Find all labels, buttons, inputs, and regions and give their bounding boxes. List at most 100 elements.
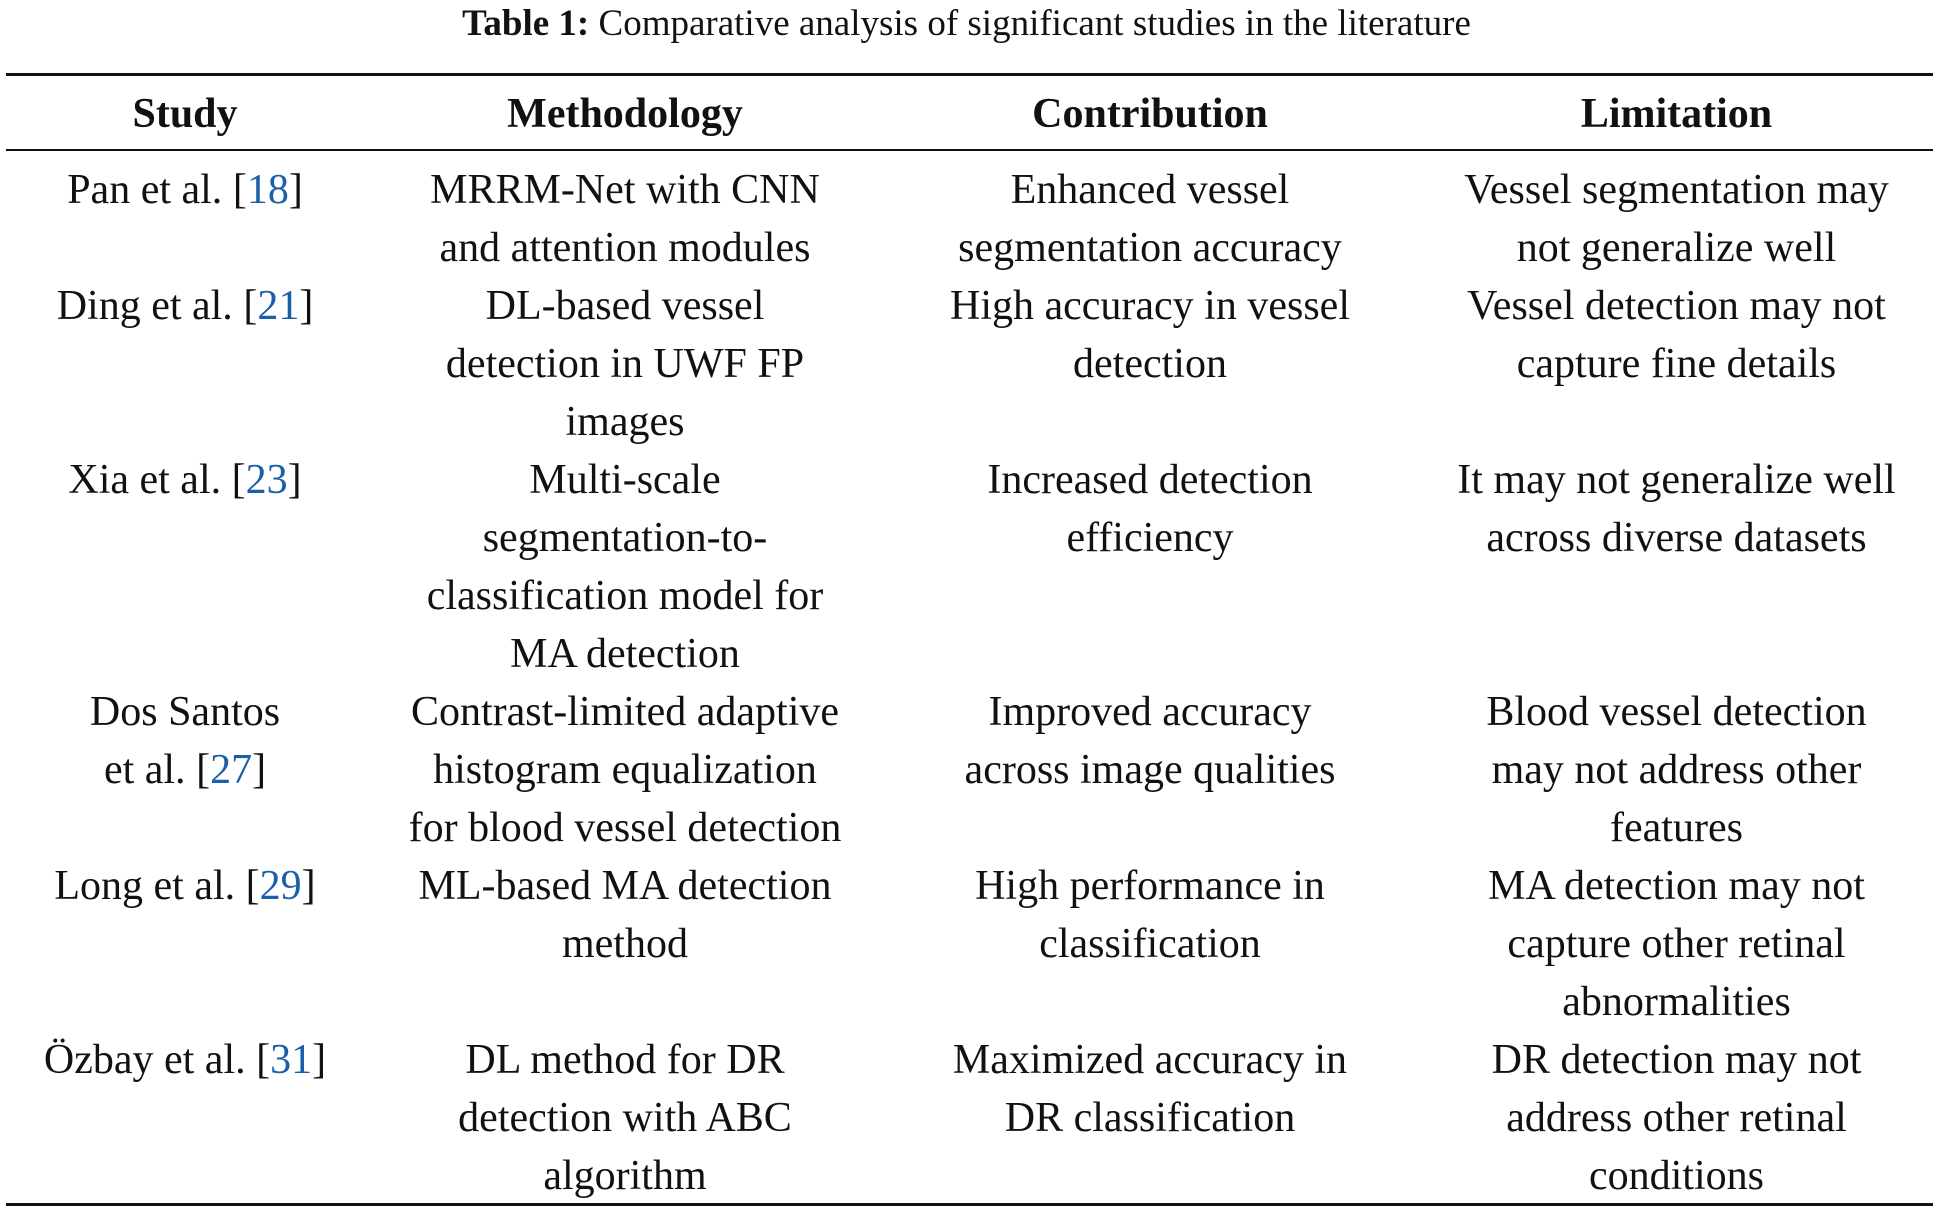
contribution-line: High accuracy in vessel bbox=[880, 277, 1420, 335]
citation-link[interactable]: 21 bbox=[257, 283, 300, 329]
contribution-text: efficiency bbox=[1066, 515, 1234, 561]
citation-link[interactable]: 31 bbox=[270, 1037, 313, 1083]
cell-study: Long et al. [29] bbox=[0, 857, 370, 915]
methodology-line: Contrast-limited adaptive bbox=[370, 683, 880, 741]
limitation-text: Vessel detection may not bbox=[1467, 283, 1886, 329]
limitation-text: not generalize well bbox=[1516, 225, 1837, 271]
methodology-line: images bbox=[370, 393, 880, 451]
citation-link[interactable]: 29 bbox=[259, 863, 302, 909]
methodology-line: MA detection bbox=[370, 625, 880, 683]
limitation-text: Vessel segmentation may bbox=[1464, 167, 1889, 213]
study-text: Pan et al. bbox=[67, 167, 233, 213]
table-top-rule bbox=[6, 73, 1933, 76]
study-text: et al. bbox=[103, 747, 197, 793]
contribution-text: Increased detection bbox=[987, 457, 1313, 503]
study-line: Özbay et al. [31] bbox=[0, 1031, 370, 1089]
limitation-text: capture fine details bbox=[1516, 341, 1837, 387]
limitation-line: features bbox=[1420, 799, 1933, 857]
methodology-text: DL-based vessel bbox=[485, 283, 765, 329]
contribution-line: classification bbox=[880, 915, 1420, 973]
ref-bracket-open: [ bbox=[231, 457, 246, 503]
methodology-text: method bbox=[562, 921, 688, 967]
methodology-line: algorithm bbox=[370, 1147, 880, 1205]
methodology-text: Multi-scale bbox=[529, 457, 721, 503]
limitation-text: MA detection may not bbox=[1488, 863, 1865, 909]
citation-link[interactable]: 18 bbox=[246, 167, 289, 213]
cell-contribution: Increased detection efficiency bbox=[880, 451, 1420, 567]
limitation-line: abnormalities bbox=[1420, 973, 1933, 1031]
limitation-line: address other retinal bbox=[1420, 1089, 1933, 1147]
limitation-text: features bbox=[1610, 805, 1743, 851]
methodology-text: for blood vessel detection bbox=[408, 805, 842, 851]
methodology-line: histogram equalization bbox=[370, 741, 880, 799]
contribution-line: segmentation accuracy bbox=[880, 219, 1420, 277]
cell-methodology: MRRM-Net with CNN and attention modules bbox=[370, 161, 880, 277]
cell-study: Ding et al. [21] bbox=[0, 277, 370, 335]
ref-bracket-open: [ bbox=[243, 283, 258, 329]
methodology-line: for blood vessel detection bbox=[370, 799, 880, 857]
limitation-line: capture fine details bbox=[1420, 335, 1933, 393]
citation-link[interactable]: 27 bbox=[210, 747, 253, 793]
methodology-line: and attention modules bbox=[370, 219, 880, 277]
methodology-line: classification model for bbox=[370, 567, 880, 625]
contribution-line: High performance in bbox=[880, 857, 1420, 915]
methodology-text: MA detection bbox=[510, 631, 740, 677]
contribution-line: efficiency bbox=[880, 509, 1420, 567]
limitation-text: capture other retinal bbox=[1507, 921, 1846, 967]
ref-bracket-close: ] bbox=[312, 1037, 327, 1083]
header-rule bbox=[6, 149, 1933, 151]
cell-contribution: High accuracy in vessel detection bbox=[880, 277, 1420, 393]
contribution-text: Enhanced vessel bbox=[1010, 167, 1290, 213]
header-limitation: Limitation bbox=[1580, 91, 1773, 137]
methodology-text: images bbox=[565, 399, 685, 445]
limitation-text: across diverse datasets bbox=[1486, 515, 1867, 561]
study-line: Pan et al. [18] bbox=[0, 161, 370, 219]
methodology-text: detection with ABC bbox=[458, 1095, 792, 1141]
cell-limitation: It may not generalize well across diverse… bbox=[1420, 451, 1933, 567]
methodology-line: segmentation-to- bbox=[370, 509, 880, 567]
header-study: Study bbox=[132, 91, 238, 137]
contribution-text: Improved accuracy bbox=[988, 689, 1312, 735]
limitation-text: DR detection may not bbox=[1491, 1037, 1862, 1083]
ref-bracket-close: ] bbox=[299, 283, 314, 329]
contribution-text: across image qualities bbox=[964, 747, 1336, 793]
cell-study: Pan et al. [18] bbox=[0, 161, 370, 219]
cell-contribution: Improved accuracy across image qualities bbox=[880, 683, 1420, 799]
methodology-line: MRRM-Net with CNN bbox=[370, 161, 880, 219]
cell-limitation: Vessel segmentation may not generalize we… bbox=[1420, 161, 1933, 277]
ref-bracket-open: [ bbox=[256, 1037, 271, 1083]
study-line: Ding et al. [21] bbox=[0, 277, 370, 335]
limitation-line: across diverse datasets bbox=[1420, 509, 1933, 567]
methodology-text: MRRM-Net with CNN bbox=[430, 167, 820, 213]
cell-study: Xia et al. [23] bbox=[0, 451, 370, 509]
contribution-line: across image qualities bbox=[880, 741, 1420, 799]
methodology-text: and attention modules bbox=[439, 225, 811, 271]
cell-limitation: MA detection may not capture other retina… bbox=[1420, 857, 1933, 1031]
ref-bracket-close: ] bbox=[252, 747, 267, 793]
methodology-line: detection with ABC bbox=[370, 1089, 880, 1147]
contribution-text: DR classification bbox=[1004, 1095, 1296, 1141]
contribution-text: Maximized accuracy in bbox=[952, 1037, 1348, 1083]
cell-limitation: DR detection may not address other retina… bbox=[1420, 1031, 1933, 1205]
limitation-text: Blood vessel detection bbox=[1486, 689, 1867, 735]
header-methodology: Methodology bbox=[507, 91, 743, 137]
cell-methodology: ML-based MA detection method bbox=[370, 857, 880, 973]
study-text: Ding et al. bbox=[56, 283, 244, 329]
contribution-text: High performance in bbox=[975, 863, 1325, 909]
contribution-text: detection bbox=[1073, 341, 1227, 387]
limitation-line: Blood vessel detection bbox=[1420, 683, 1933, 741]
limitation-text: abnormalities bbox=[1562, 979, 1791, 1025]
ref-bracket-close: ] bbox=[301, 863, 316, 909]
contribution-line: Increased detection bbox=[880, 451, 1420, 509]
citation-link[interactable]: 23 bbox=[245, 457, 288, 503]
limitation-line: It may not generalize well bbox=[1420, 451, 1933, 509]
methodology-text: ML-based MA detection bbox=[418, 863, 832, 909]
methodology-line: method bbox=[370, 915, 880, 973]
study-line: Xia et al. [23] bbox=[0, 451, 370, 509]
methodology-text: algorithm bbox=[543, 1153, 707, 1199]
caption-label: Table 1: bbox=[462, 3, 590, 44]
